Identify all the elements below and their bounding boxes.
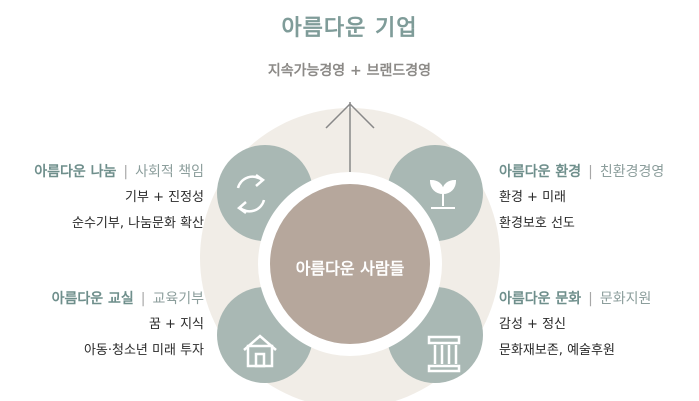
center-label: 아름다운 사람들 [295,259,405,278]
recycle-icon [236,173,266,215]
divider: | [588,291,593,307]
sprout-icon [429,179,457,209]
block-environment-line1: 환경 + 미래 [499,190,566,205]
block-classroom-head: 아름다운 교실 | 교육기부 [52,286,204,312]
center-circle [270,184,430,344]
block-environment-line2: 환경보호 선도 [499,216,575,231]
house-icon [243,334,277,368]
page-title: 아름다운 기업 [281,16,418,41]
block-classroom-name: 아름다운 교실 [51,291,134,307]
block-culture-name: 아름다운 문화 [499,291,582,307]
block-classroom-line2: 아동·청소년 미래 투자 [83,343,204,358]
page-subtitle: 지속가능경영 + 브랜드경영 [267,63,432,79]
block-culture-tag: 문화지원 [599,291,652,307]
block-classroom: 아름다운 교실 | 교육기부 꿈 + 지식 아동·청소년 미래 투자 [52,286,204,364]
column-icon [427,335,461,373]
block-sharing-line2: 순수기부, 나눔문화 확산 [72,216,204,231]
arrow-head [325,102,375,129]
block-culture-head: 아름다운 문화 | 문화지원 [499,286,651,312]
block-environment-name: 아름다운 환경 [499,164,582,180]
block-culture-line2: 문화재보존, 예술후원 [499,343,615,358]
block-culture: 아름다운 문화 | 문화지원 감성 + 정신 문화재보존, 예술후원 [499,286,651,364]
block-sharing-line1: 기부 + 진정성 [125,190,204,205]
block-environment-head: 아름다운 환경 | 친환경경영 [499,159,664,185]
block-sharing-name: 아름다운 나눔 [34,164,117,180]
block-classroom-tag: 교육기부 [152,291,204,307]
block-environment-tag: 친환경경영 [599,164,665,180]
divider: | [123,164,129,180]
block-sharing-head: 아름다운 나눔 | 사회적 책임 [34,159,204,185]
divider: | [588,164,593,180]
divider: | [140,291,146,307]
block-culture-line1: 감성 + 정신 [499,317,566,332]
block-sharing: 아름다운 나눔 | 사회적 책임 기부 + 진정성 순수기부, 나눔문화 확산 [34,159,204,237]
block-sharing-tag: 사회적 책임 [135,164,204,180]
block-environment: 아름다운 환경 | 친환경경영 환경 + 미래 환경보호 선도 [499,159,664,237]
block-classroom-line1: 꿈 + 지식 [148,317,204,332]
